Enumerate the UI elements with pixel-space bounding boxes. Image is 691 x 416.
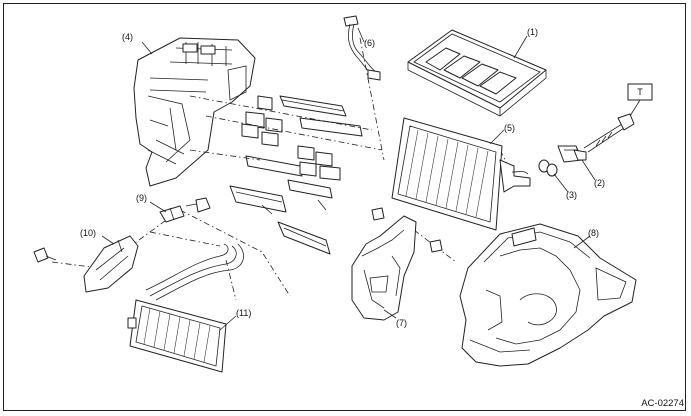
cover-screw [33, 247, 57, 263]
callout-2: (2) [594, 178, 605, 188]
heater-core [127, 243, 244, 373]
side-case-left [351, 207, 443, 321]
callout-7: (7) [396, 318, 407, 328]
expansion-valve [557, 145, 587, 163]
torque-label: T [637, 87, 643, 97]
air-conditioning-main-case [459, 223, 637, 367]
air-filter-frame [407, 29, 547, 117]
callout-4: (4) [122, 32, 133, 42]
evaporator-core [391, 117, 531, 231]
leader-lines [101, 27, 641, 331]
heater-unit-case [133, 37, 256, 187]
callout-3: (3) [566, 190, 577, 200]
callout-5: (5) [504, 123, 515, 133]
callout-6: (6) [364, 38, 375, 48]
torque-indicator: T [627, 83, 653, 101]
clamp-clip [159, 205, 185, 223]
callout-11: (11) [236, 308, 251, 318]
callout-8: (8) [588, 228, 599, 238]
figure-code: AC-02274 [641, 398, 684, 409]
valve-bolt [583, 113, 635, 153]
damper-plates [229, 95, 363, 255]
callout-1: (1) [527, 27, 538, 37]
o-rings [538, 159, 558, 177]
clip-screw [185, 197, 211, 213]
pipe-cover [83, 235, 139, 293]
callout-9: (9) [136, 193, 147, 203]
diagram-frame [3, 3, 686, 411]
callout-10: (10) [80, 228, 96, 238]
wiring-harness [343, 15, 381, 81]
